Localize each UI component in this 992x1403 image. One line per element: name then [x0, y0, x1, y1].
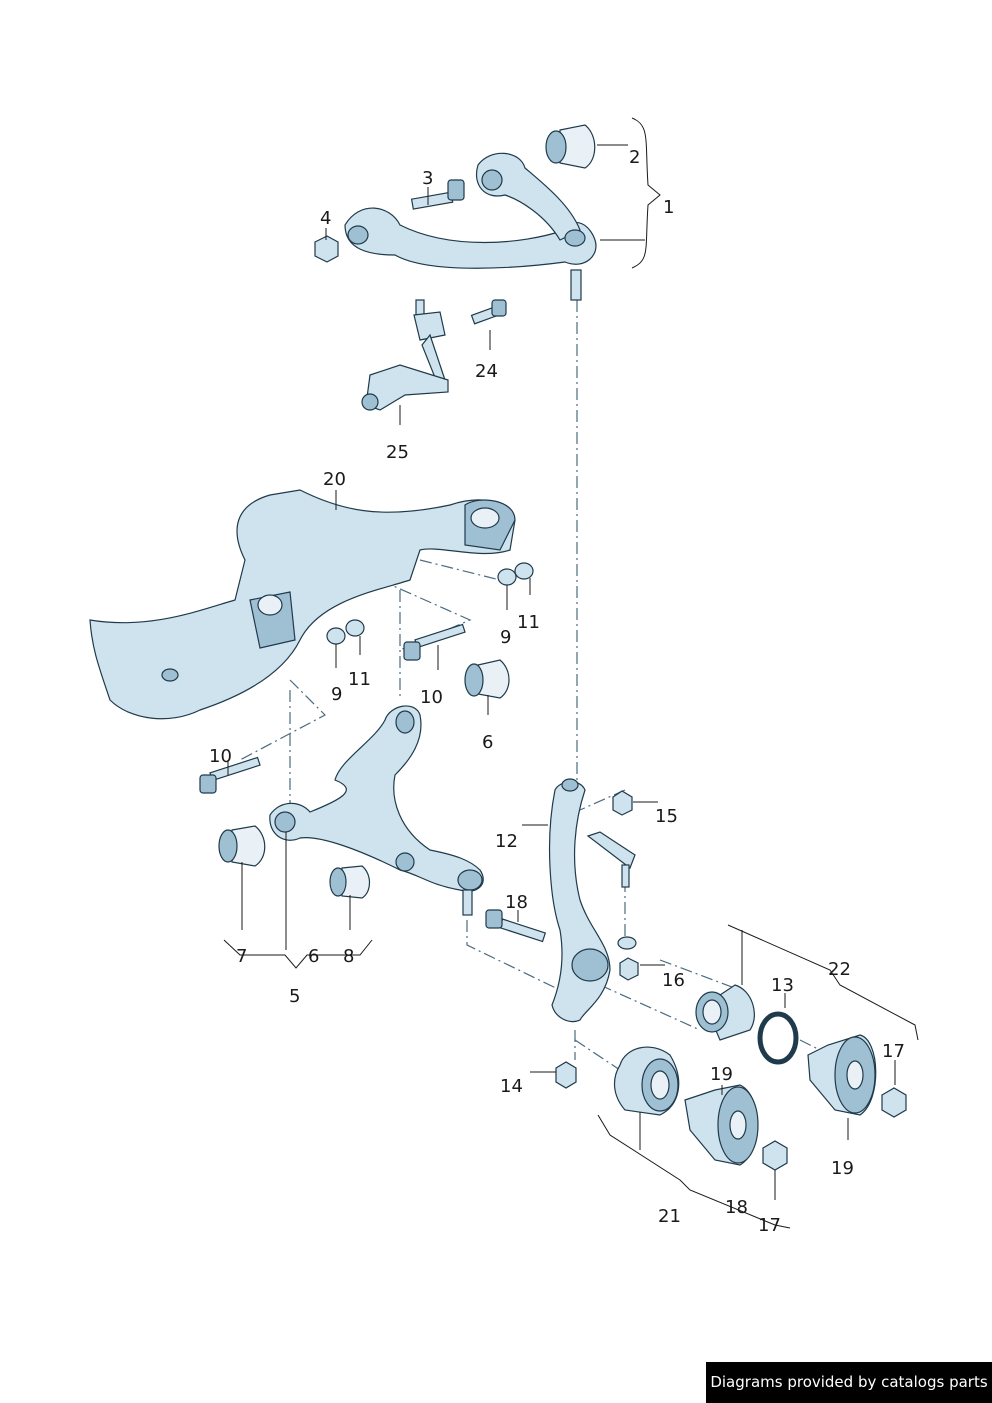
callout-6a: 6	[482, 732, 493, 753]
callout-13: 13	[771, 975, 794, 996]
callout-2: 2	[629, 147, 640, 168]
callout-14: 14	[500, 1076, 523, 1097]
callout-11a: 11	[517, 612, 540, 633]
callout-18a: 18	[505, 892, 528, 913]
callout-19a: 19	[710, 1064, 733, 1085]
bush-6	[464, 659, 510, 699]
callout-5: 5	[289, 986, 300, 1007]
callout-labels: 1 2 3 4 5 6 6 7 8 9 9 10 10 11 11 12 13 …	[209, 147, 905, 1236]
wheel-bearing-22	[695, 984, 755, 1041]
callout-20: 20	[323, 469, 346, 490]
callout-4: 4	[320, 208, 331, 229]
wheel-hub-19-lower	[684, 1084, 759, 1166]
nut-16	[617, 936, 639, 981]
callout-24: 24	[475, 361, 498, 382]
upper-control-arm	[344, 152, 597, 301]
bush-7	[218, 825, 266, 867]
nut-14	[555, 1061, 577, 1089]
callout-16: 16	[662, 970, 685, 991]
callout-18b: 18	[725, 1197, 748, 1218]
credit-banner: Diagrams provided by catalogs parts	[706, 1362, 992, 1403]
callout-3: 3	[422, 168, 433, 189]
leader-lines	[223, 117, 919, 1229]
washers	[326, 562, 534, 645]
callout-15: 15	[655, 806, 678, 827]
wheel-hub-19-right	[807, 1034, 877, 1116]
callout-21: 21	[658, 1206, 681, 1227]
tie-rod-end	[586, 831, 636, 888]
callout-19b: 19	[831, 1158, 854, 1179]
callout-22: 22	[828, 959, 851, 980]
subframe	[89, 489, 516, 720]
bush-2	[545, 124, 596, 169]
callout-9a: 9	[500, 627, 511, 648]
callout-17a: 17	[882, 1041, 905, 1062]
nut-15	[612, 790, 633, 816]
callout-9b: 9	[331, 684, 342, 705]
circlip-13	[757, 1011, 799, 1065]
callout-25: 25	[386, 442, 409, 463]
bolt-3	[410, 179, 465, 210]
callout-1: 1	[663, 197, 674, 218]
bearing-housing-21	[614, 1046, 680, 1116]
nut-17-lower	[762, 1140, 788, 1171]
nut-4	[314, 235, 339, 263]
callout-12: 12	[495, 831, 518, 852]
callout-10a: 10	[420, 687, 443, 708]
callout-8: 8	[343, 946, 354, 967]
bolts-10	[199, 623, 466, 794]
nut-17-right	[881, 1087, 907, 1118]
steering-knuckle	[548, 778, 611, 1023]
lower-control-arm	[269, 705, 484, 916]
bolt-24	[470, 299, 507, 325]
assembly-lines	[239, 300, 821, 1071]
callout-11b: 11	[348, 669, 371, 690]
callout-7: 7	[236, 946, 247, 967]
callout-10b: 10	[209, 746, 232, 767]
callout-6b: 6	[308, 946, 319, 967]
bush-8	[329, 865, 371, 899]
level-sensor	[361, 299, 449, 411]
callout-17b: 17	[758, 1215, 781, 1236]
bolt-18	[485, 909, 547, 943]
